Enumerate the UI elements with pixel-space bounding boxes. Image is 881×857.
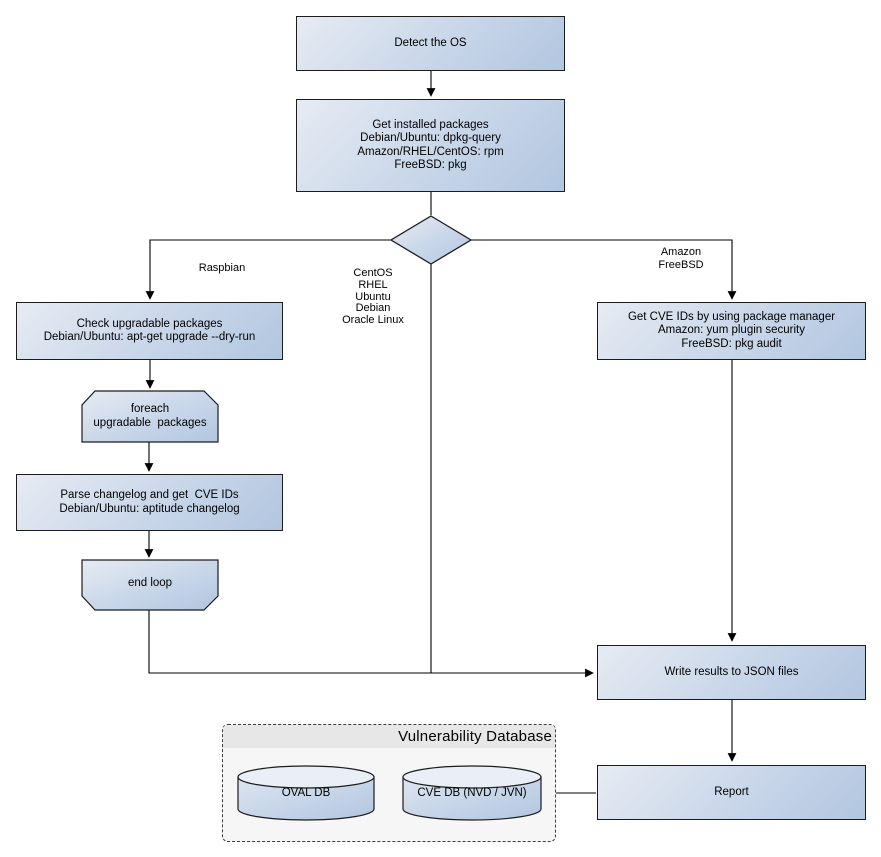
vulnerability-database-container: Vulnerability Database <box>222 724 556 842</box>
edge-label-right-branch: Amazon FreeBSD <box>643 246 719 271</box>
node-get-installed-packages-line: FreeBSD: pkg <box>394 159 467 171</box>
node-check-upgradable-line: Debian/Ubuntu: apt-get upgrade --dry-run <box>43 331 256 343</box>
node-write-results-label: Write results to JSON files <box>664 665 799 678</box>
node-get-cve-ids-line: Get CVE IDs by using package manager <box>627 310 836 323</box>
loop-begin-label: foreach upgradable packages <box>82 393 218 440</box>
node-parse-changelog-line: Debian/Ubuntu: aptitude changelog <box>59 502 240 515</box>
edge-label-right-line: FreeBSD <box>658 258 704 271</box>
node-get-installed-packages-line: Debian/Ubuntu: dpkg-query <box>360 132 501 144</box>
edge-label-middle-line: RHEL <box>358 278 388 291</box>
edge-label-raspbian: Raspbian <box>198 262 246 274</box>
loop-end-label: end loop <box>82 560 218 608</box>
node-report: Report <box>597 765 866 820</box>
node-get-cve-ids-line: Amazon: yum plugin security <box>657 324 805 337</box>
node-get-installed-packages: Get installed packages Debian/Ubuntu: dp… <box>296 99 565 192</box>
node-check-upgradable-line: Check upgradable packages <box>76 317 223 330</box>
edge-label-right-line: Amazon <box>660 246 702 258</box>
loop-begin-label-line: foreach <box>130 403 170 415</box>
node-get-installed-packages-line: Amazon/RHEL/CentOS: rpm <box>357 145 504 158</box>
node-detect-os-label: Detect the OS <box>394 36 467 49</box>
loop-end-label-line: end loop <box>127 577 173 590</box>
node-parse-changelog-line: Parse changelog and get CVE IDs <box>60 489 239 501</box>
node-parse-changelog: Parse changelog and get CVE IDs Debian/U… <box>16 474 283 531</box>
loop-begin-shape <box>81 390 219 443</box>
node-report-label: Report <box>714 785 749 798</box>
node-get-cve-ids-package-manager: Get CVE IDs by using package manager Ama… <box>597 302 866 360</box>
connector-end-loop-to-write-results <box>148 610 594 678</box>
loop-begin-label-line: upgradable packages <box>93 416 207 429</box>
decision-diamond-os <box>389 215 473 265</box>
edge-label-middle-line: Oracle Linux <box>342 314 404 327</box>
vulnerability-database-header: Vulnerability Database <box>223 725 555 748</box>
node-check-upgradable-packages: Check upgradable packages Debian/Ubuntu:… <box>16 302 283 360</box>
node-get-cve-ids-line: FreeBSD: pkg audit <box>681 337 782 350</box>
edge-label-middle-branch: CentOS RHEL Ubuntu Debian Oracle Linux <box>323 267 423 327</box>
node-write-results: Write results to JSON files <box>597 645 866 700</box>
node-get-installed-packages-line: Get installed packages <box>372 118 489 131</box>
loop-end-shape <box>81 559 219 611</box>
edge-label-middle-line: Debian <box>355 302 391 315</box>
node-detect-os: Detect the OS <box>296 16 565 71</box>
vulnerability-database-title: Vulnerability Database <box>398 728 552 745</box>
